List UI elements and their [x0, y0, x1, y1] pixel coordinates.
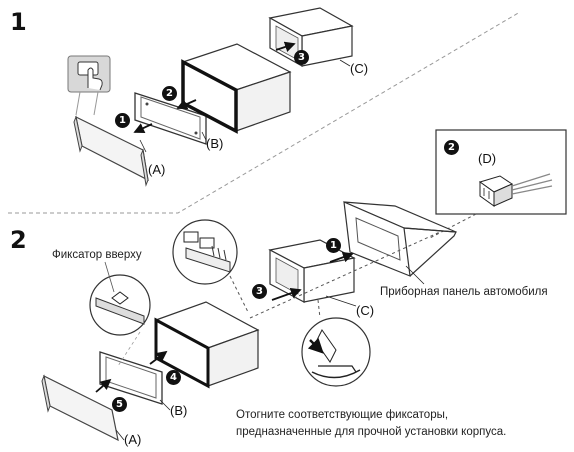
step-number-2: 2 [10, 226, 27, 254]
bend-caption-line2: предназначенные для прочной установки ко… [236, 426, 507, 438]
main-unit-step2 [154, 301, 260, 389]
step2-label-b: (B) [170, 403, 188, 418]
step2-arrows [95, 231, 441, 393]
faceplate-a-step1 [73, 115, 149, 187]
mounting-sleeve-c-step1 [268, 7, 354, 68]
step2-badge-1: 1 [326, 238, 341, 253]
step1-badge-3: 3 [294, 50, 309, 65]
trim-frame-b-step1 [134, 92, 207, 145]
dashboard-caption: Приборная панель автомобиля [380, 286, 548, 298]
faceplate-a-step2 [41, 374, 119, 442]
step1-label-a: (A) [148, 162, 166, 177]
step2-badge-2-connector: 2 [444, 140, 459, 155]
latch-top-caption: Фиксатор вверху [52, 249, 142, 261]
step2-badge-3: 3 [252, 284, 267, 299]
step1-label-c: (C) [350, 61, 369, 76]
trim-frame-b-step2 [99, 351, 163, 405]
press-finger-icon [307, 329, 337, 363]
step2-label-d: (D) [478, 151, 497, 166]
step1-label-b: (B) [206, 136, 224, 151]
step1-badge-1: 1 [115, 113, 130, 128]
connector-plug-icon [478, 173, 553, 207]
step1-arrows [133, 41, 296, 134]
step2-label-a: (A) [124, 432, 142, 447]
step2-badge-5: 5 [112, 397, 127, 412]
step1-badge-2: 2 [162, 86, 177, 101]
step2-label-c: (C) [356, 303, 375, 318]
step2-badge-4: 4 [166, 370, 181, 385]
bend-tab-detail [301, 317, 371, 387]
board-detail [172, 219, 238, 285]
latch-detail [89, 274, 151, 336]
bend-caption-line1: Отогните соответствующие фиксаторы, [236, 409, 449, 421]
dashboard-panel [343, 201, 457, 277]
main-unit-step1 [181, 43, 292, 134]
step-divider [8, 11, 521, 214]
step-number-1: 1 [10, 8, 27, 36]
touch-hand-icon [67, 55, 111, 116]
mounting-sleeve-c-step2 [268, 239, 356, 303]
